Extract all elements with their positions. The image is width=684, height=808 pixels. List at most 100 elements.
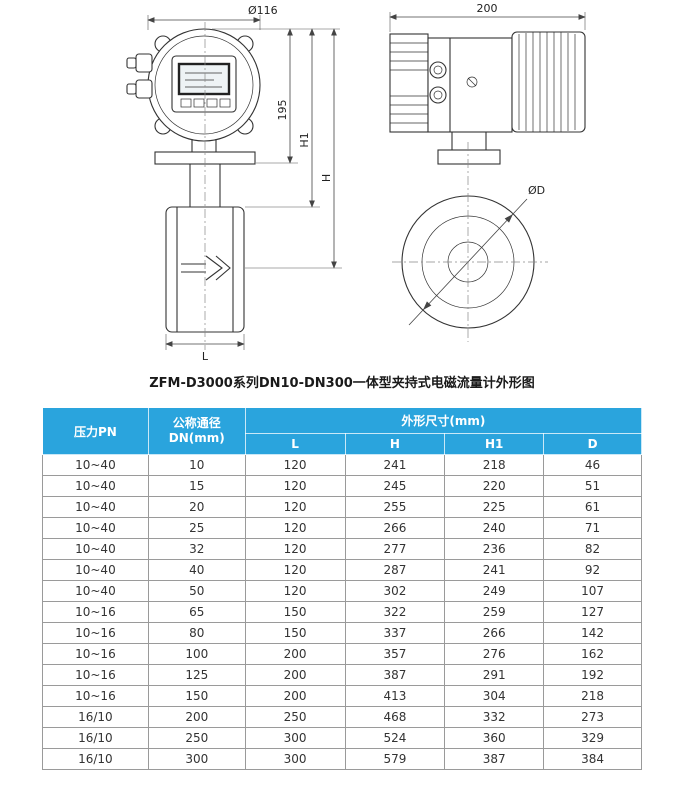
- table-cell: 218: [444, 454, 545, 476]
- col-header-D: D: [543, 433, 642, 455]
- table-cell: 273: [543, 706, 642, 728]
- table-cell: 387: [344, 664, 446, 686]
- table-cell: 360: [444, 727, 545, 749]
- table-cell: 200: [147, 706, 246, 728]
- table-cell: 82: [543, 538, 642, 560]
- col-header-dims-group: 外形尺寸(mm): [244, 407, 643, 434]
- table-cell: 100: [147, 643, 246, 665]
- table-cell: 10~16: [42, 643, 149, 665]
- table-cell: 15: [147, 475, 246, 497]
- table-cell: 250: [147, 727, 246, 749]
- table-cell: 80: [147, 622, 246, 644]
- dim-label-flange-diameter: ØD: [528, 184, 545, 197]
- keypad-button: [193, 98, 205, 108]
- table-cell: 250: [244, 706, 346, 728]
- table-cell: 150: [147, 685, 246, 707]
- table-cell: 142: [543, 622, 642, 644]
- dim-label-h1: H1: [298, 132, 311, 147]
- table-cell: 40: [147, 559, 246, 581]
- table-cell: 16/10: [42, 748, 149, 770]
- table-cell: 245: [344, 475, 446, 497]
- table-cell: 150: [244, 622, 346, 644]
- table-cell: 20: [147, 496, 246, 518]
- table-cell: 120: [244, 580, 346, 602]
- table-cell: 120: [244, 475, 346, 497]
- col-header-H: H: [344, 433, 446, 455]
- table-cell: 300: [244, 727, 346, 749]
- col-header-L: L: [244, 433, 346, 455]
- col-header-H1: H1: [444, 433, 545, 455]
- table-cell: 266: [444, 622, 545, 644]
- table-cell: 10~40: [42, 538, 149, 560]
- table-cell: 287: [344, 559, 446, 581]
- front-view: [126, 22, 261, 350]
- table-cell: 291: [444, 664, 545, 686]
- end-cap: [511, 31, 586, 133]
- table-cell: 51: [543, 475, 642, 497]
- table-cell: 332: [444, 706, 545, 728]
- table-cell: 236: [444, 538, 545, 560]
- table-cell: 241: [344, 454, 446, 476]
- table-cell: 357: [344, 643, 446, 665]
- table-cell: 10~40: [42, 580, 149, 602]
- terminal-box: [389, 33, 429, 133]
- table-cell: 120: [244, 454, 346, 476]
- table-cell: 249: [444, 580, 545, 602]
- table-cell: 322: [344, 601, 446, 623]
- table-cell: 10~40: [42, 559, 149, 581]
- table-cell: 579: [344, 748, 446, 770]
- cable-gland-icon: [135, 79, 153, 99]
- spec-table-header: 压力PN 公称通径 DN(mm) 外形尺寸(mm) L H H1 D: [42, 407, 643, 455]
- table-cell: 241: [444, 559, 545, 581]
- cable-gland-icon: [135, 53, 153, 73]
- table-cell: 125: [147, 664, 246, 686]
- dim-label-front-diameter: Ø116: [248, 4, 278, 17]
- table-cell: 329: [543, 727, 642, 749]
- table-cell: 220: [444, 475, 545, 497]
- table-cell: 259: [444, 601, 545, 623]
- col-header-dn: 公称通径 DN(mm): [147, 407, 246, 455]
- table-cell: 200: [244, 643, 346, 665]
- cable-gland-icon: [429, 86, 447, 104]
- table-cell: 25: [147, 517, 246, 539]
- keypad-button: [180, 98, 192, 108]
- table-cell: 16/10: [42, 706, 149, 728]
- table-cell: 120: [244, 496, 346, 518]
- table-cell: 71: [543, 517, 642, 539]
- table-cell: 120: [244, 517, 346, 539]
- table-cell: 92: [543, 559, 642, 581]
- table-cell: 10~40: [42, 517, 149, 539]
- screw-icon: [466, 76, 478, 88]
- table-cell: 468: [344, 706, 446, 728]
- table-cell: 10~16: [42, 601, 149, 623]
- table-cell: 150: [244, 601, 346, 623]
- table-cell: 162: [543, 643, 642, 665]
- table-cell: 127: [543, 601, 642, 623]
- table-cell: 240: [444, 517, 545, 539]
- table-cell: 50: [147, 580, 246, 602]
- mount-flange-side: [437, 149, 501, 165]
- table-cell: 337: [344, 622, 446, 644]
- table-cell: 384: [543, 748, 642, 770]
- table-cell: 200: [244, 664, 346, 686]
- table-cell: 276: [444, 643, 545, 665]
- table-cell: 10~16: [42, 685, 149, 707]
- spec-table: 压力PN 公称通径 DN(mm) 外形尺寸(mm) L H H1 D 10~40…: [42, 407, 643, 770]
- table-cell: 255: [344, 496, 446, 518]
- table-cell: 304: [444, 685, 545, 707]
- converter-housing-side: [427, 37, 513, 133]
- table-cell: 225: [444, 496, 545, 518]
- keypad-button: [219, 98, 231, 108]
- side-view: [389, 31, 586, 342]
- table-cell: 32: [147, 538, 246, 560]
